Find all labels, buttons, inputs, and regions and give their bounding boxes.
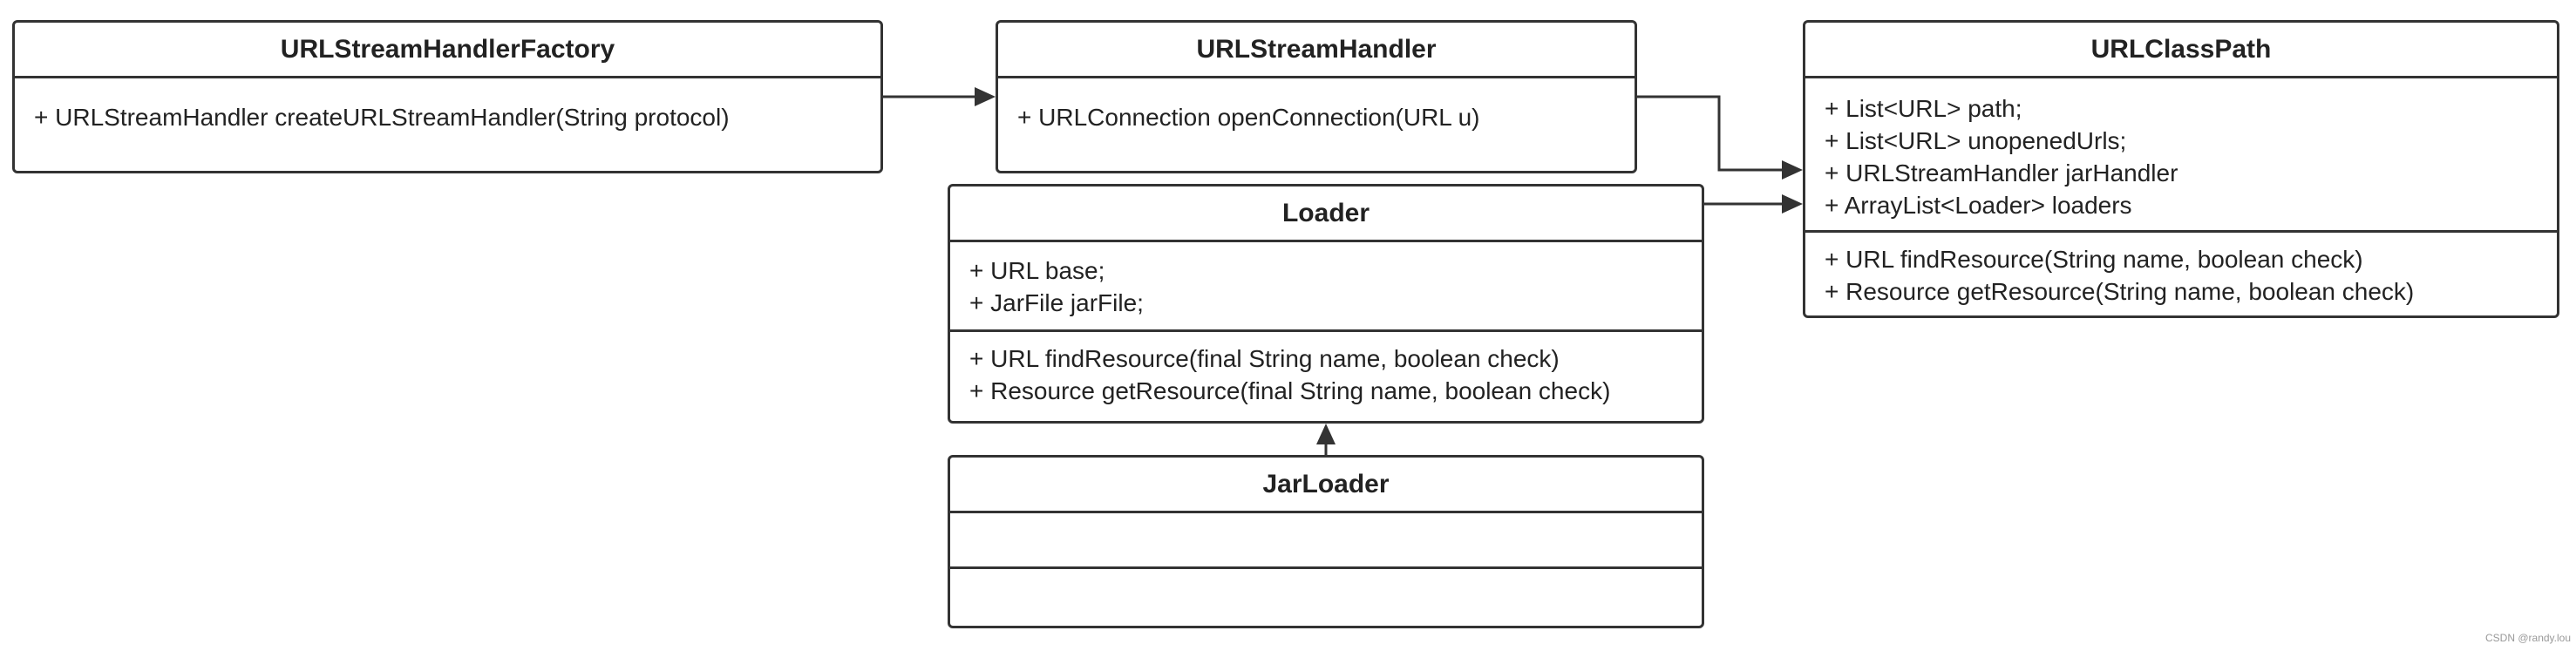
field: + URL base; [969, 257, 1105, 284]
method: + URL findResource(String name, boolean … [1825, 246, 2363, 273]
field: + List<URL> path; [1825, 95, 2022, 122]
class-name: Loader [950, 186, 1702, 242]
field: + URLStreamHandler jarHandler [1825, 159, 2178, 186]
field: + List<URL> unopenedUrls; [1825, 127, 2127, 154]
fields-section: + URL base; + JarFile jarFile; [950, 242, 1702, 332]
association-loader-to-classpath [1704, 194, 1803, 214]
methods-section: + URLStreamHandler createURLStreamHandle… [15, 78, 880, 146]
association-factory-to-handler [883, 87, 996, 106]
method: + Resource getResource(String name, bool… [1825, 278, 2415, 305]
association-handler-to-classpath [1637, 95, 1803, 180]
watermark: CSDN @randy.lou [2485, 632, 2571, 644]
method: + URLStreamHandler createURLStreamHandle… [34, 104, 730, 131]
field: + JarFile jarFile; [969, 289, 1144, 316]
class-jar-loader[interactable]: JarLoader [948, 455, 1704, 628]
methods-section: + URL findResource(String name, boolean … [1805, 233, 2557, 315]
class-name: JarLoader [950, 458, 1702, 513]
class-url-class-path[interactable]: URLClassPath + List<URL> path; + List<UR… [1803, 20, 2559, 318]
methods-section-empty [950, 569, 1702, 625]
inheritance-jarloader-to-loader [1316, 424, 1336, 455]
class-name: URLStreamHandlerFactory [15, 23, 880, 78]
class-url-stream-handler[interactable]: URLStreamHandler + URLConnection openCon… [996, 20, 1637, 173]
methods-section: + URL findResource(final String name, bo… [950, 332, 1702, 419]
methods-section: + URLConnection openConnection(URL u) [998, 78, 1635, 146]
class-name: URLClassPath [1805, 23, 2557, 78]
method: + URL findResource(final String name, bo… [969, 345, 1560, 372]
class-name: URLStreamHandler [998, 23, 1635, 78]
fields-section: + List<URL> path; + List<URL> unopenedUr… [1805, 78, 2557, 233]
method: + Resource getResource(final String name… [969, 377, 1611, 404]
field: + ArrayList<Loader> loaders [1825, 192, 2132, 219]
class-url-stream-handler-factory[interactable]: URLStreamHandlerFactory + URLStreamHandl… [12, 20, 883, 173]
class-loader[interactable]: Loader + URL base; + JarFile jarFile; + … [948, 184, 1704, 424]
method: + URLConnection openConnection(URL u) [1017, 104, 1480, 131]
fields-section-empty [950, 513, 1702, 569]
